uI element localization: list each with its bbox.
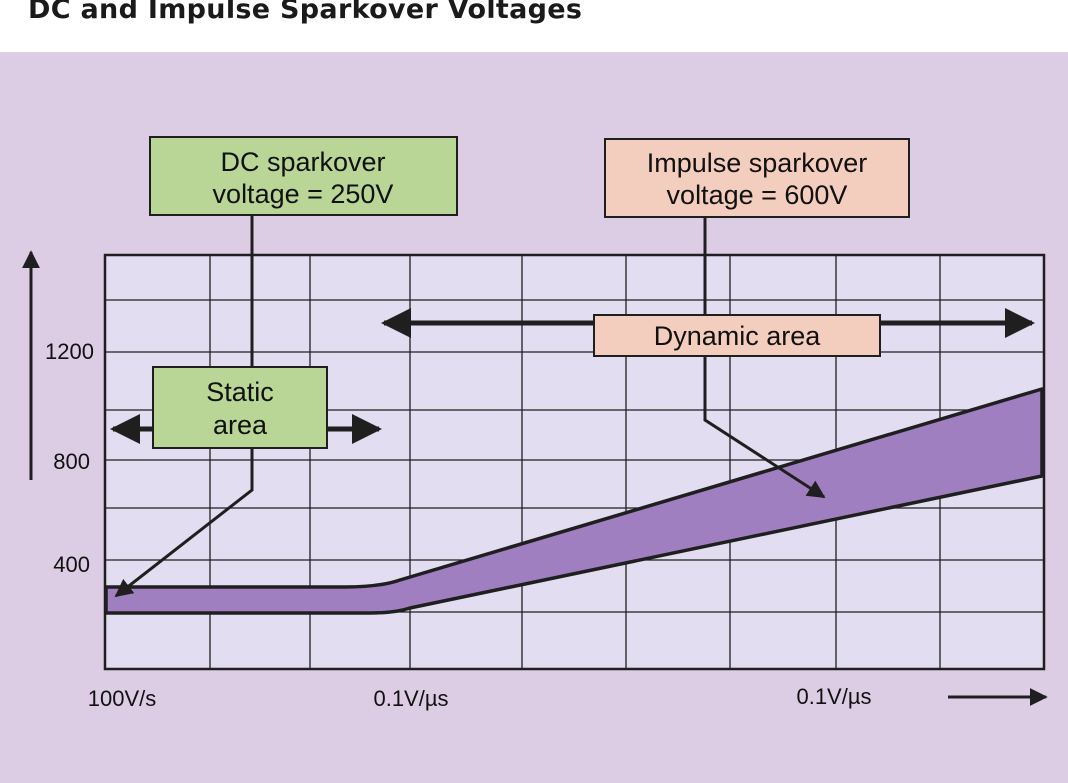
dc-sparkover-label-line1: DC sparkover [220,147,385,177]
impulse-sparkover-label-line1: Impulse sparkover [647,148,868,178]
impulse-sparkover-label-line2: voltage = 600V [667,180,848,210]
static-area-box [152,366,328,449]
dynamic-area-label: Dynamic area [654,321,822,351]
dc-sparkover-label-line2: voltage = 250V [213,179,394,209]
impulse-leader-line [703,217,826,499]
x-tick-100v-s: 100V/s [88,686,157,711]
sparkover-band [104,387,1044,615]
x-tick-0-1v-us-b: 0.1V/µs [796,684,871,709]
impulse-sparkover-box [604,138,910,218]
y-tick-800: 800 [53,449,90,474]
dc-leader-line [114,215,254,598]
page-title: DC and Impulse Sparkover Voltages [28,0,583,25]
dc-sparkover-box [149,136,458,216]
static-area-label-line2: area [213,410,268,440]
y-tick-400: 400 [53,552,90,577]
x-tick-0-1v-us-a: 0.1V/µs [373,686,448,711]
static-area-label-line1: Static [206,377,274,407]
dynamic-area-box [593,314,881,357]
y-tick-1200: 1200 [45,339,94,364]
plot-border [103,253,1046,671]
